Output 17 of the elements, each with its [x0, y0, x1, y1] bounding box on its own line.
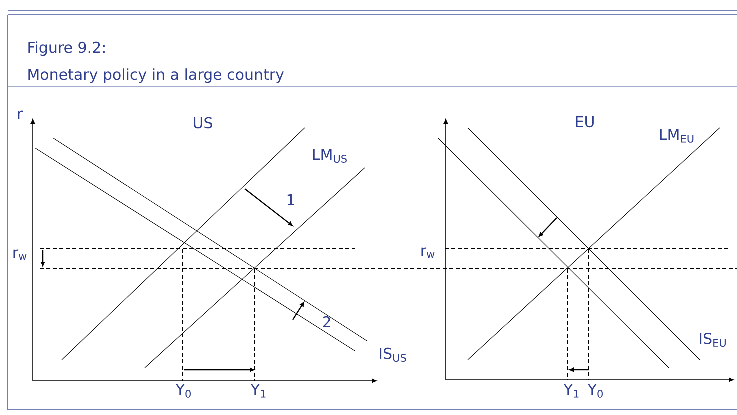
- axis-label: Y$_{0}$: [176, 384, 191, 398]
- axis-label: Y$_{0}$: [588, 384, 603, 398]
- figure-caption: Monetary policy in a large country: [28, 68, 284, 84]
- axis-label: Y$_{1}$: [250, 384, 266, 398]
- panel-label: EU: [576, 116, 594, 128]
- curve-label: IS$_{US}$: [380, 348, 406, 362]
- shift-number: 1: [288, 194, 294, 206]
- curve-label: LM$_{US}$: [313, 149, 347, 163]
- axis-label: r$_{w}$: [422, 248, 435, 258]
- axis-label: r$_{w}$: [14, 250, 27, 260]
- curve-label: IS$_{EU}$: [700, 333, 726, 347]
- curve-label: LM$_{EU}$: [660, 129, 694, 143]
- panel-label: US: [194, 117, 212, 129]
- axis-label: r: [18, 110, 24, 120]
- axis-label: Y$_{1}$: [564, 384, 579, 398]
- figure-title: Figure 9.2:: [28, 42, 105, 56]
- shift-number: 2: [323, 316, 330, 328]
